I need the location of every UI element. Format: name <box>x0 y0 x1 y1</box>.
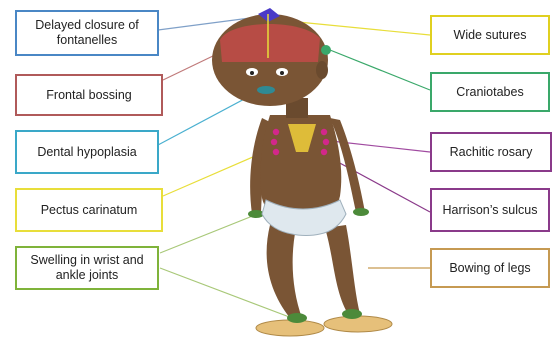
leader-wide-sutures <box>298 22 430 35</box>
label-craniotabes: Craniotabes <box>430 72 550 112</box>
leader-swelling-wrist <box>160 215 255 253</box>
label-delayed-closure: Delayed closure of fontanelles <box>15 10 159 56</box>
label-dental-hypoplasia: Dental hypoplasia <box>15 130 159 174</box>
label-bowing-of-legs: Bowing of legs <box>430 248 550 288</box>
frontal-bossing-area <box>220 24 320 62</box>
left-shoe <box>256 320 324 336</box>
craniotabes-marker <box>321 45 331 55</box>
ear <box>316 61 328 79</box>
mouth <box>257 86 275 94</box>
right-leg <box>325 225 360 314</box>
label-swelling-wrist-ankle: Swelling in wrist and ankle joints <box>15 246 159 290</box>
label-wide-sutures: Wide sutures <box>430 15 550 55</box>
label-rachitic-rosary: Rachitic rosary <box>430 132 552 172</box>
right-shoe <box>324 316 392 332</box>
left-leg <box>267 225 302 318</box>
right-wrist-band <box>353 208 369 216</box>
label-frontal-bossing: Frontal bossing <box>15 74 163 116</box>
right-ankle-band <box>342 309 362 319</box>
label-pectus-carinatum: Pectus carinatum <box>15 188 163 232</box>
left-ankle-band <box>287 313 307 323</box>
leader-craniotabes <box>330 50 430 90</box>
label-harrisons-sulcus: Harrison’s sulcus <box>430 188 550 232</box>
leader-frontal-bossing <box>163 55 215 80</box>
